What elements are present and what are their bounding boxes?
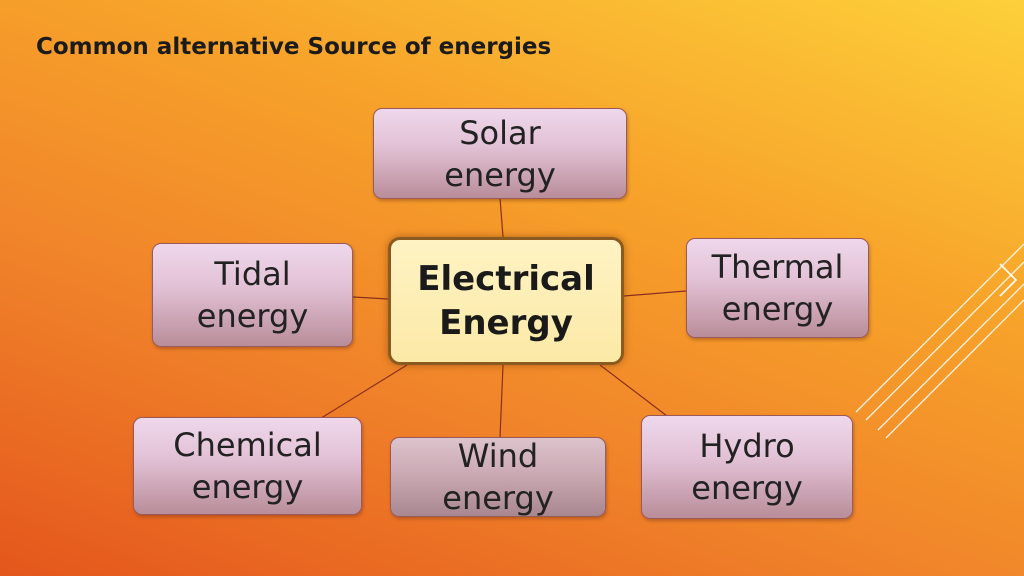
center-node-electrical-energy: Electrical Energy [388,237,624,365]
connector-wind [499,364,504,438]
connector-hydro [599,364,668,417]
node-tidal-energy-label: Tidal energy [196,255,309,335]
node-tidal-energy: Tidal energy [152,243,353,347]
connector-solar [499,197,504,238]
connector-chemical [317,364,408,421]
node-hydro-energy-label: Hydro energy [691,427,803,507]
node-chemical-energy-label: Chemical energy [173,426,322,506]
node-thermal-energy-label: Thermal energy [711,248,844,328]
node-hydro-energy: Hydro energy [641,415,853,519]
node-wind-energy: Wind energy [390,437,606,517]
node-thermal-energy: Thermal energy [686,238,869,338]
node-wind-energy-label: Wind energy [442,437,554,517]
connector-thermal [623,290,687,297]
slide-title: Common alternative Source of energies [36,34,552,60]
node-solar-energy: Solar energy [373,108,627,199]
connector-tidal [352,296,389,300]
center-node-label: Electrical Energy [417,259,595,343]
node-chemical-energy: Chemical energy [133,417,362,515]
chevron-right-icon [999,263,1018,297]
node-solar-energy-label: Solar energy [444,113,556,194]
